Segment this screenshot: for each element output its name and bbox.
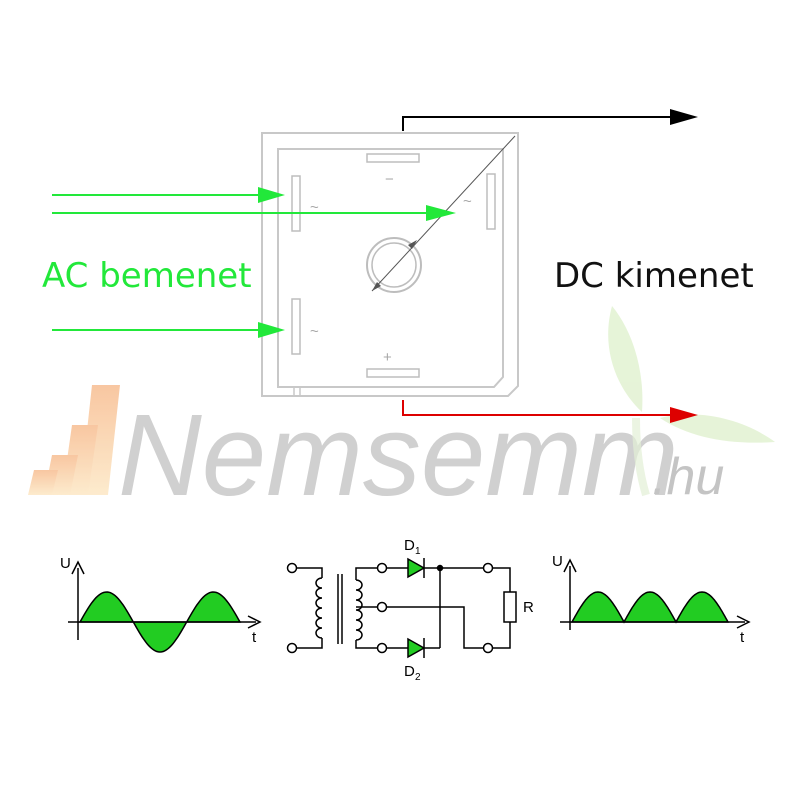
ac-symbol-2: ~	[310, 323, 319, 340]
terminal-minus	[366, 153, 420, 163]
rectified-wave-fill	[570, 591, 730, 624]
minus-symbol: −	[385, 171, 394, 188]
node-bottom	[376, 642, 388, 654]
watermark-logo-bars	[28, 385, 120, 495]
input-terminal-bottom	[286, 642, 298, 654]
output-terminal-top	[482, 562, 494, 574]
dc-output-arrows	[402, 109, 698, 423]
right-y-axis-label: U	[552, 553, 563, 570]
return-lead	[386, 606, 484, 649]
graph-ac-waveform: U t	[60, 555, 262, 653]
terminal-ac-2	[291, 298, 301, 355]
watermark-tld: .hu	[652, 448, 724, 506]
graph-dc-waveform: U t	[552, 553, 751, 646]
ac-input-arrows	[52, 187, 456, 338]
dc-negative-arrow	[402, 116, 672, 131]
bridge-rectifier: − + ~ ~ ~	[261, 132, 519, 397]
mounting-hole	[366, 237, 422, 293]
bridge-inner-body	[277, 148, 504, 388]
circuit-labels: D 1 D 2 R	[404, 537, 534, 683]
d2-label: D	[404, 663, 415, 680]
terminal-plus	[366, 368, 420, 378]
primary-lead-bottom	[296, 638, 323, 649]
watermark-leaf-icon	[608, 306, 775, 497]
d1-subscript: 1	[415, 546, 421, 557]
right-x-axis-label: t	[740, 629, 745, 646]
output-terminal-bottom	[482, 642, 494, 654]
left-y-axis-label: U	[60, 555, 71, 572]
ac-symbol-1: ~	[310, 199, 319, 216]
resistor-r	[503, 591, 517, 623]
node-center-tap	[376, 601, 388, 613]
diode-d1	[407, 557, 426, 579]
left-x-axis-label: t	[252, 629, 257, 646]
input-terminal-top	[286, 562, 298, 574]
dc-output-label: DC kimenet	[554, 256, 754, 296]
ac-input-label: AC bemenet	[42, 256, 252, 296]
resistor-label: R	[523, 599, 534, 616]
secondary-lead-top	[355, 567, 378, 580]
dc-positive-arrow	[402, 400, 672, 416]
node-top	[376, 562, 388, 574]
primary-lead-top	[296, 567, 323, 578]
d2-subscript: 2	[415, 672, 421, 683]
primary-coil	[315, 577, 323, 639]
diode-d2	[407, 637, 426, 659]
secondary-coil	[355, 579, 363, 641]
terminal-ac-3	[486, 173, 496, 230]
terminal-ac-1	[291, 175, 301, 232]
plus-symbol: +	[383, 349, 392, 366]
watermark: Nemsemm .hu	[28, 306, 775, 520]
circuit-schematic	[286, 557, 517, 659]
ac-symbol-3: ~	[463, 193, 472, 210]
d1-label: D	[404, 537, 415, 554]
secondary-lead-bottom	[355, 640, 378, 649]
watermark-text: Nemsemm	[118, 390, 679, 520]
bridge-outer-body	[261, 132, 519, 397]
